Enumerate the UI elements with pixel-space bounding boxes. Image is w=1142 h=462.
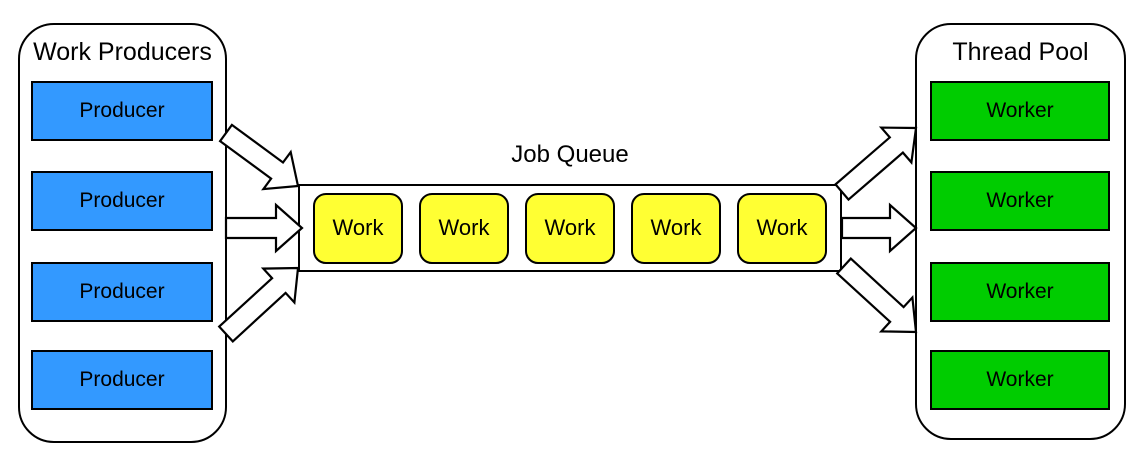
producer-box-1: Producer <box>31 81 213 141</box>
producer-to-queue-arrow-middle <box>224 202 304 254</box>
producer-box-2: Producer <box>31 171 213 231</box>
worker-box-3: Worker <box>930 262 1110 322</box>
producer-box-4: Producer <box>31 350 213 410</box>
job-queue-title: Job Queue <box>511 141 629 168</box>
producer-to-queue-arrow-bottom <box>217 266 300 343</box>
work-item-4: Work <box>631 192 721 264</box>
producer-box-3: Producer <box>31 262 213 322</box>
job-queue: Work Work Work Work Work <box>298 184 842 272</box>
producer-to-queue-arrow-top <box>218 123 300 191</box>
queue-to-worker-arrow-middle <box>840 202 918 254</box>
thread-pool-title: Thread Pool <box>952 38 1089 66</box>
thread-pool-panel: Thread Pool Worker Worker Worker Worker <box>915 23 1126 440</box>
work-item-2: Work <box>419 192 509 264</box>
worker-box-4: Worker <box>930 350 1110 410</box>
work-producers-panel: Work Producers Producer Producer Produce… <box>18 23 227 443</box>
worker-box-1: Worker <box>930 81 1110 141</box>
work-item-5: Work <box>737 192 827 264</box>
work-item-1: Work <box>313 192 403 264</box>
worker-box-2: Worker <box>930 171 1110 231</box>
queue-to-worker-arrow-top <box>833 126 918 202</box>
work-item-3: Work <box>525 192 615 264</box>
work-producers-title: Work Producers <box>33 38 212 66</box>
queue-to-worker-arrow-bottom <box>835 257 918 334</box>
